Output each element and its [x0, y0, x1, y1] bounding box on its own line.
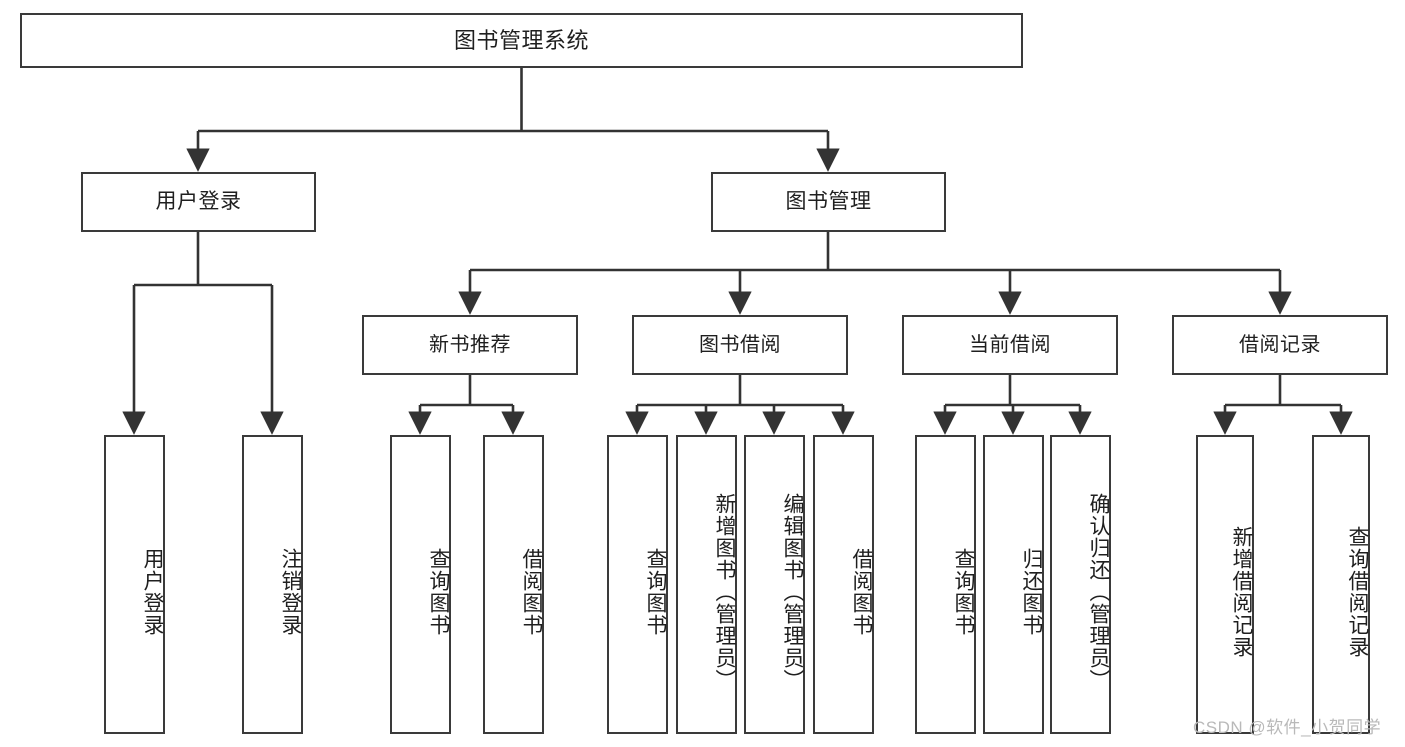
node-leaf-user-logout[interactable]: 注销登录 [242, 435, 303, 734]
node-root[interactable]: 图书管理系统 [20, 13, 1023, 68]
node-leaf-return-book[interactable]: 归还图书 [983, 435, 1044, 734]
node-current-borrow[interactable]: 当前借阅 [902, 315, 1118, 375]
node-book-manage[interactable]: 图书管理 [711, 172, 946, 232]
watermark-text: CSDN @软件_小贺同学 [1193, 718, 1382, 737]
node-leaf-borrow-book-1[interactable]: 借阅图书 [483, 435, 544, 734]
node-leaf-query-book-2[interactable]: 查询图书 [607, 435, 668, 734]
node-leaf-borrow-book-2[interactable]: 借阅图书 [813, 435, 874, 734]
node-leaf-query-record[interactable]: 查询借阅记录 [1312, 435, 1370, 734]
node-leaf-query-book-3[interactable]: 查询图书 [915, 435, 976, 734]
node-book-borrow[interactable]: 图书借阅 [632, 315, 848, 375]
node-leaf-confirm-return[interactable]: 确认归还（管理员） [1050, 435, 1111, 734]
node-borrow-record[interactable]: 借阅记录 [1172, 315, 1388, 375]
node-leaf-query-book-1[interactable]: 查询图书 [390, 435, 451, 734]
node-leaf-add-record[interactable]: 新增借阅记录 [1196, 435, 1254, 734]
node-leaf-edit-book[interactable]: 编辑图书（管理员） [744, 435, 805, 734]
node-user-login[interactable]: 用户登录 [81, 172, 316, 232]
node-leaf-user-login[interactable]: 用户登录 [104, 435, 165, 734]
node-leaf-add-book[interactable]: 新增图书（管理员） [676, 435, 737, 734]
node-new-book-recommend[interactable]: 新书推荐 [362, 315, 578, 375]
